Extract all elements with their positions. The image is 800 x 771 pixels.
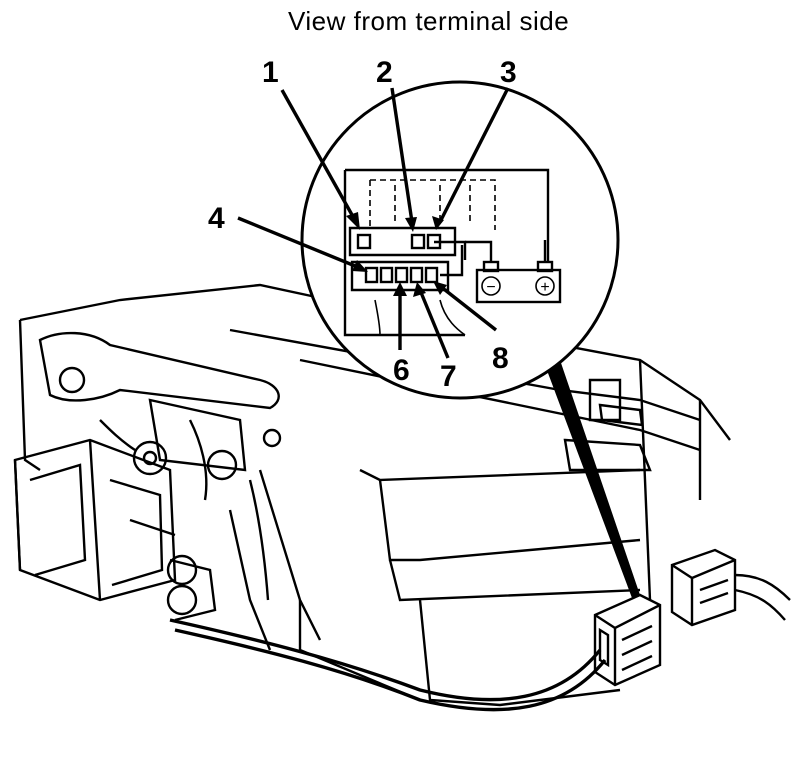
terminal-8-label: 8 <box>492 342 509 375</box>
terminal-3-label: 3 <box>500 56 517 89</box>
connector-face <box>343 168 550 337</box>
magnifier-circle <box>300 80 620 400</box>
battery-negative-terminal <box>481 276 501 296</box>
battery-positive-symbol: + <box>540 279 549 296</box>
arrow-terminal-1 <box>280 89 358 223</box>
magnifier-pointer <box>545 360 640 598</box>
terminal-8-pin <box>424 266 439 284</box>
terminal-2-pin <box>410 233 426 250</box>
battery-negative-symbol: − <box>486 279 495 296</box>
terminal-4-pin <box>364 266 379 284</box>
terminal-1-pin <box>356 233 372 250</box>
terminal-1-label: 1 <box>262 56 279 89</box>
terminal-7-label: 7 <box>440 360 457 393</box>
mating-connector <box>670 548 791 627</box>
wire-harness <box>169 618 607 712</box>
terminal-6-label: 6 <box>393 354 410 387</box>
terminal-7-pin <box>409 266 424 284</box>
view-title: View from terminal side <box>288 6 570 36</box>
arrow-terminal-2 <box>390 87 414 223</box>
battery-positive-terminal <box>535 276 555 296</box>
battery: − + <box>465 240 562 304</box>
terminal-6-pin <box>394 266 409 284</box>
linkage-arms <box>38 331 322 651</box>
terminal-5-pin <box>379 266 394 284</box>
terminal-4-label: 4 <box>208 202 225 235</box>
terminal-2-label: 2 <box>376 56 393 89</box>
arrow-terminal-8 <box>438 284 498 332</box>
arrow-terminal-3 <box>438 87 510 223</box>
callout-arrows <box>237 87 510 359</box>
harness-connector <box>593 593 662 687</box>
actuator-motor <box>13 438 217 622</box>
arrow-heads <box>346 212 447 297</box>
arrow-terminal-4 <box>237 216 361 270</box>
arrow-terminal-7 <box>418 289 450 359</box>
